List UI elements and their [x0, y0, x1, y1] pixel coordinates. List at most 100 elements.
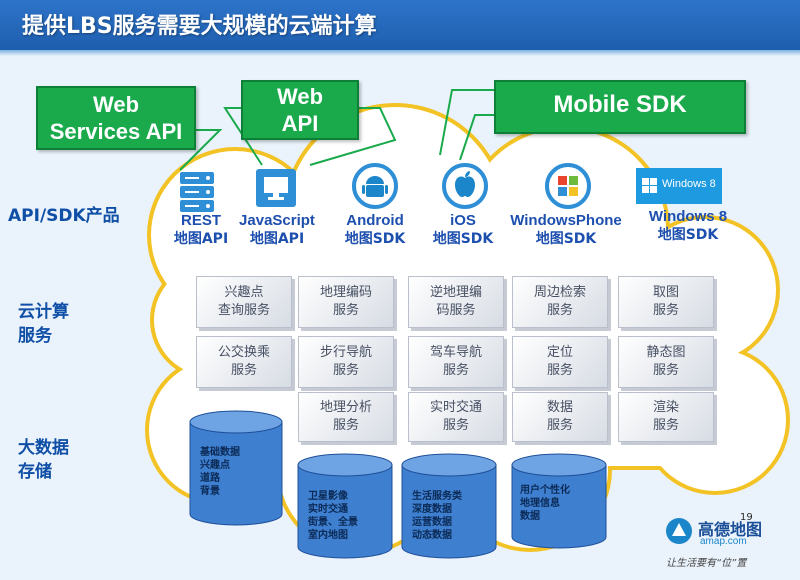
service-line: 服务 — [546, 363, 573, 378]
service-line: 服务 — [546, 303, 573, 318]
product-javascript: JavaScript 地图API — [232, 212, 322, 248]
windows8-badge-label: Windows 8 — [662, 178, 716, 190]
storage-3-text: 生活服务类 深度数据 运营数据 动态数据 — [412, 490, 462, 542]
cloud-computing-label: 云计算 服务 — [18, 300, 69, 348]
service-line: 服务 — [332, 303, 359, 318]
product-sub: 地图SDK — [657, 227, 719, 243]
server-icon — [178, 170, 216, 214]
product-name: WindowsPhone — [510, 212, 622, 229]
big-data-line1: 大数据 — [18, 438, 69, 458]
product-ios: iOS 地图SDK — [418, 212, 508, 248]
web-api-box: Web API — [241, 80, 359, 140]
product-name: JavaScript — [239, 212, 315, 229]
product-sub: 地图API — [173, 231, 229, 247]
service-box: 驾车导航 服务 — [408, 336, 504, 388]
service-line: 步行导航 — [319, 345, 372, 360]
storage-line: 室内地图 — [308, 530, 348, 541]
service-line: 驾车导航 — [429, 345, 482, 360]
product-name: Android — [346, 212, 404, 229]
service-box: 步行导航 服务 — [298, 336, 394, 388]
service-line: 服务 — [546, 418, 573, 433]
web-api-line2: API — [281, 111, 319, 136]
service-line: 渲染 — [652, 400, 679, 415]
storage-line: 动态数据 — [412, 530, 452, 541]
title-divider — [0, 50, 800, 56]
service-box: 地理分析 服务 — [298, 392, 394, 442]
product-sub: 地图SDK — [432, 231, 494, 247]
web-services-line1: Web — [92, 92, 140, 117]
service-line: 公交换乘 — [217, 345, 270, 360]
service-line: 地理编码 — [319, 285, 372, 300]
product-name: Windows 8 — [648, 208, 728, 225]
service-line: 兴趣点 — [224, 285, 264, 300]
service-line: 查询服务 — [217, 303, 270, 318]
service-line: 静态图 — [646, 345, 686, 360]
service-line: 服务 — [332, 363, 359, 378]
service-box: 渲染 服务 — [618, 392, 714, 442]
storage-line: 生活服务类 — [412, 491, 462, 502]
android-icon — [352, 163, 398, 209]
storage-line: 道路 — [200, 473, 220, 484]
cylinder-2 — [297, 453, 393, 559]
product-windows8: Windows 8 地图SDK — [636, 208, 740, 244]
product-android: Android 地图SDK — [330, 212, 420, 248]
cloud-computing-line1: 云计算 — [18, 302, 69, 322]
storage-line: 卫星影像 — [308, 491, 348, 502]
service-line: 服务 — [442, 363, 469, 378]
service-box: 逆地理编 码服务 — [408, 276, 504, 328]
logo-url: amap.com — [700, 536, 747, 547]
big-data-label: 大数据 存储 — [18, 436, 69, 484]
logo-slogan: 让生活要有“位”置 — [666, 558, 747, 569]
service-line: 地理分析 — [319, 400, 372, 415]
storage-2-text: 卫星影像 实时交通 街景、全景 室内地图 — [308, 490, 358, 542]
monitor-icon — [255, 168, 297, 208]
service-line: 服务 — [652, 303, 679, 318]
big-data-line2: 存储 — [18, 462, 52, 482]
service-box: 静态图 服务 — [618, 336, 714, 388]
service-line: 周边检索 — [533, 285, 586, 300]
product-sub: 地图SDK — [535, 231, 597, 247]
storage-line: 实时交通 — [308, 504, 348, 515]
web-services-api-box: Web Services API — [36, 86, 196, 150]
api-sdk-label: API/SDK产品 — [8, 206, 120, 226]
storage-line: 运营数据 — [412, 517, 452, 528]
logo-name: 高德地图 — [698, 520, 763, 539]
amap-logo-icon — [666, 518, 692, 544]
windows8-tile-icon: Windows 8 — [636, 168, 722, 204]
storage-line: 数据 — [520, 511, 540, 522]
service-box: 周边检索 服务 — [512, 276, 608, 328]
service-line: 码服务 — [436, 303, 476, 318]
slide-title: 提供LBS服务需要大规模的云端计算 — [22, 14, 377, 39]
service-box: 公交换乘 服务 — [196, 336, 292, 388]
cloud-computing-line2: 服务 — [18, 326, 52, 346]
storage-line: 用户个性化 — [520, 485, 570, 496]
storage-line: 兴趣点 — [200, 460, 230, 471]
service-line: 服务 — [332, 418, 359, 433]
service-line: 服务 — [652, 363, 679, 378]
product-sub: 地图API — [249, 231, 305, 247]
service-box: 定位 服务 — [512, 336, 608, 388]
storage-line: 背景 — [200, 486, 220, 497]
service-line: 服务 — [442, 418, 469, 433]
service-line: 服务 — [230, 363, 257, 378]
service-line: 数据 — [546, 400, 573, 415]
apple-icon — [442, 163, 488, 209]
product-sub: 地图SDK — [344, 231, 406, 247]
service-line: 实时交通 — [429, 400, 482, 415]
storage-4-text: 用户个性化 地理信息 数据 — [520, 484, 570, 523]
service-box: 取图 服务 — [618, 276, 714, 328]
service-box: 数据 服务 — [512, 392, 608, 442]
web-api-line1: Web — [276, 84, 324, 109]
cylinder-1 — [189, 410, 283, 526]
product-name: iOS — [450, 212, 476, 229]
title-bar — [0, 0, 800, 50]
storage-line: 深度数据 — [412, 504, 452, 515]
product-name: REST — [180, 212, 221, 229]
service-box: 地理编码 服务 — [298, 276, 394, 328]
product-rest: REST 地图API — [156, 212, 246, 248]
storage-1-text: 基础数据 兴趣点 道路 背景 — [200, 446, 240, 498]
service-line: 服务 — [652, 418, 679, 433]
page-number: 19 — [740, 512, 753, 523]
web-services-line2: Services API — [49, 119, 183, 144]
